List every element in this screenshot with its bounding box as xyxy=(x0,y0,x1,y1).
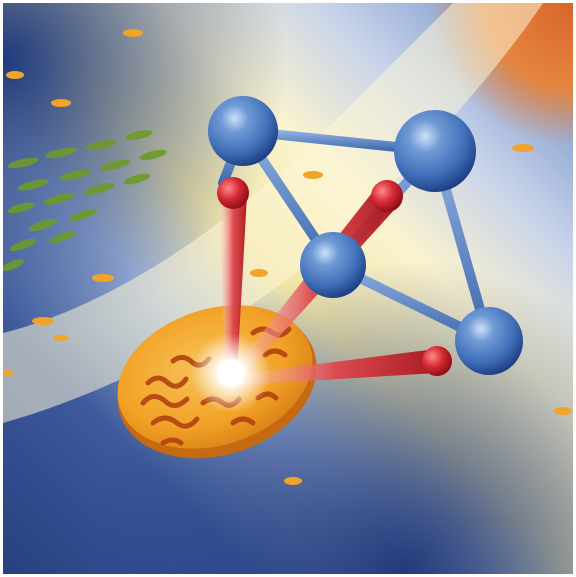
sphere-center xyxy=(300,232,366,298)
sphere-top-left xyxy=(208,96,278,166)
sphere-bottom-right xyxy=(455,307,523,375)
spheres xyxy=(208,96,523,375)
sphere-top-right xyxy=(394,110,476,192)
corner-orange-glow xyxy=(3,3,573,574)
orange-dots xyxy=(3,29,572,485)
light-flash xyxy=(191,333,271,413)
green-marks xyxy=(3,130,167,271)
molecule-illustration xyxy=(3,3,573,574)
light-band xyxy=(3,3,543,423)
